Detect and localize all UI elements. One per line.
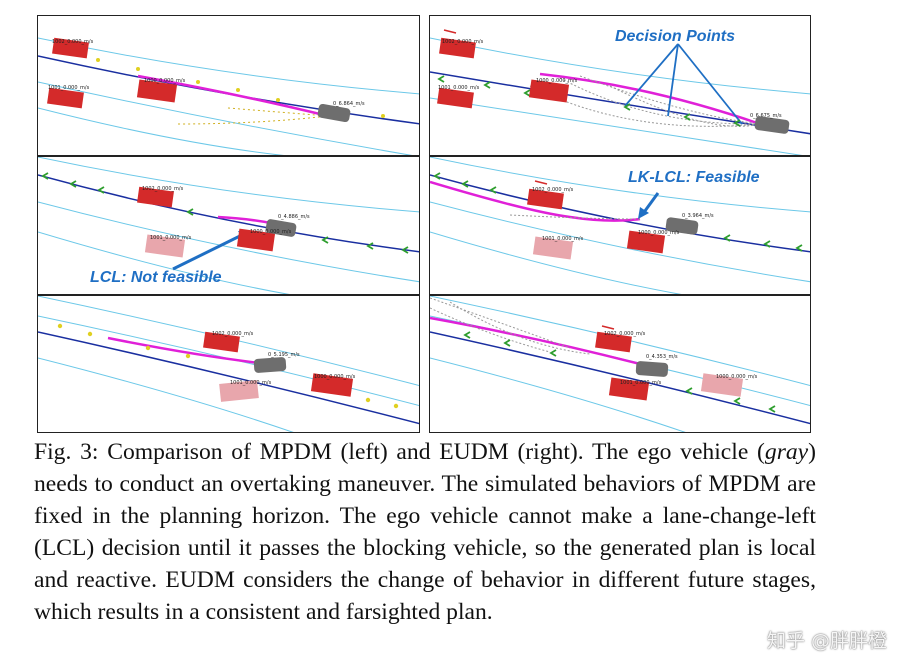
vehicle-label: 1002_0.000_m/s — [52, 39, 94, 45]
caption-text-start: Fig. 3: Comparison of MPDM (left) and EU… — [34, 439, 765, 465]
scene-mpdm-1 — [38, 37, 419, 155]
vehicle-label: 1001_0.000_m/s — [542, 236, 584, 242]
vehicle-label: 1001_0.000_m/s — [620, 380, 662, 386]
vehicle-label: 1002_0.000_m/s — [142, 186, 184, 192]
vehicle-label: 1002_0.000_m/s — [442, 39, 484, 45]
panel-eudm-2: 1002_0.000_m/s 1001_0.000_m/s 1000_0.000… — [429, 156, 811, 295]
scene-mpdm-2 — [38, 157, 419, 294]
vehicle-label: 1001_0.000_m/s — [438, 85, 480, 91]
vehicle-label: 1000_0.000_m/s — [250, 229, 292, 235]
panel-eudm-1: 1002_0.000_m/s 1001_0.000_m/s 1000_0.000… — [429, 15, 811, 156]
panel-mpdm-2: 1002_0.000_m/s 1001_0.000_m/s 1000_0.000… — [37, 156, 420, 295]
panel-mpdm-1: 1002_0.000_m/s 1001_0.000_m/s 1000_0.000… — [37, 15, 420, 156]
vehicle-label: 1002_0.000_m/s — [532, 187, 574, 193]
vehicle-label: 1000_0.000_m/s — [638, 230, 680, 236]
ego-vehicle-label: 0_5.195_m/s — [268, 352, 300, 358]
annotation-lk-lcl-feasible: LK-LCL: Feasible — [628, 169, 760, 186]
annotation-lcl-not-feasible: LCL: Not feasible — [90, 269, 222, 286]
vehicle-label: 1001_0.000_m/s — [150, 235, 192, 241]
scene-eudm-2 — [430, 157, 810, 294]
ego-vehicle-label: 0_3.964_m/s — [682, 213, 714, 219]
vehicle-label: 1000_0.000_m/s — [536, 78, 578, 84]
scene-eudm-1 — [430, 29, 810, 155]
ego-vehicle-label: 0_6.864_m/s — [333, 101, 365, 107]
ego-vehicle-label: 0_4.353_m/s — [646, 354, 678, 360]
watermark: 知乎 @胖胖橙 — [766, 630, 887, 652]
ego-vehicle-label: 0_4.886_m/s — [278, 214, 310, 220]
ego-vehicle-label: 0_6.675_m/s — [750, 113, 782, 119]
scene-eudm-3 — [430, 296, 810, 432]
vehicle-label: 1001_0.000_m/s — [230, 380, 272, 386]
panel-mpdm-3: 1002_0.000_m/s 1001_0.000_m/s 1000_0.000… — [37, 295, 420, 433]
vehicle-label: 1000_0.000_m/s — [716, 374, 758, 380]
vehicle-label: 1000_0.000_m/s — [144, 78, 186, 84]
vehicle-label: 1002_0.000_m/s — [604, 331, 646, 337]
panel-eudm-3: 1002_0.000_m/s 1001_0.000_m/s 1000_0.000… — [429, 295, 811, 433]
vehicle-label: 1000_0.000_m/s — [314, 374, 356, 380]
scene-mpdm-3 — [38, 296, 419, 432]
vehicle-label: 1002_0.000_m/s — [212, 331, 254, 337]
figure-caption: Fig. 3: Comparison of MPDM (left) and EU… — [34, 436, 816, 628]
annotation-decision-points: Decision Points — [615, 28, 736, 45]
caption-text-end: ) needs to conduct an overtaking maneuve… — [34, 439, 816, 625]
caption-emphasis: gray — [764, 439, 809, 465]
vehicle-label: 1001_0.000_m/s — [48, 85, 90, 91]
